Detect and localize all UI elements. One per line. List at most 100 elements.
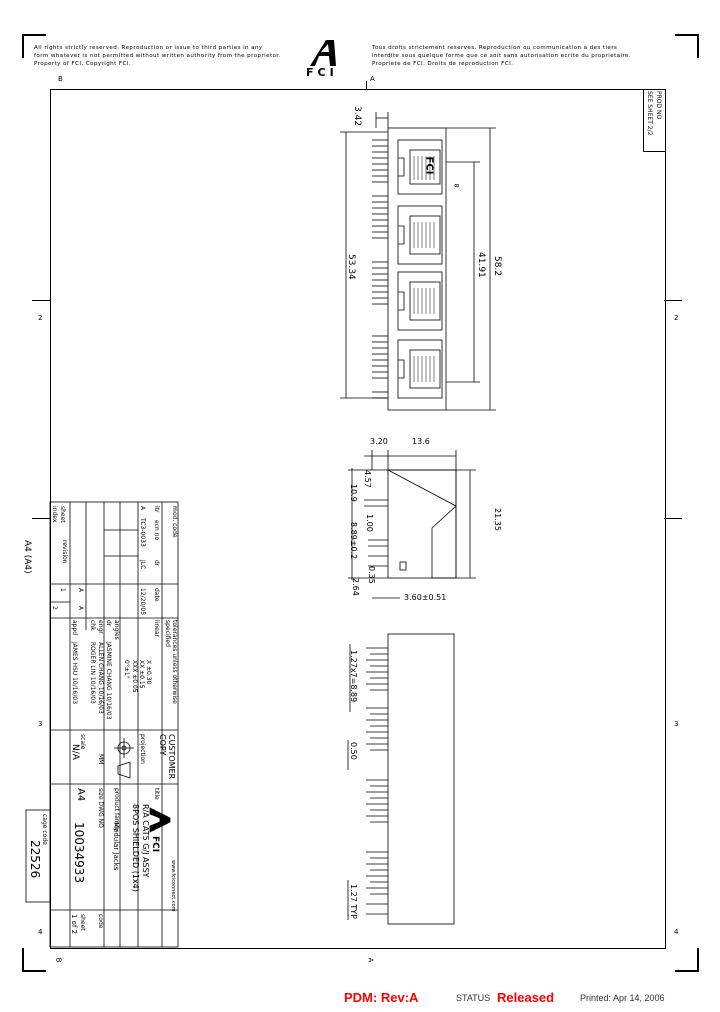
pin-view-body bbox=[387, 633, 455, 925]
tb-engr-name: ALLEN CHANG 10/16/03 bbox=[97, 642, 104, 714]
tb-mod-code: mod. code bbox=[171, 506, 178, 538]
tb-chk-name: ROGER LIN 10/16/03 bbox=[89, 642, 96, 704]
dim-2-64: 2.64 bbox=[351, 578, 360, 596]
printed-date: Printed: Apr 14, 2006 bbox=[580, 993, 665, 1003]
tb-dr-row: dr bbox=[105, 620, 112, 627]
dim-pitch-chain: 1.27x7=8.89 bbox=[349, 650, 358, 703]
connector-body-outline bbox=[387, 127, 447, 411]
cage-code-box bbox=[25, 809, 51, 903]
zone-letter-top-a: A bbox=[370, 75, 375, 83]
tb-appd-row: appd bbox=[71, 620, 78, 636]
tb-tolerances: tolerances unless otherwise specified bbox=[164, 620, 178, 704]
tb-sheet-value: 1 of 2 bbox=[70, 914, 78, 935]
tb-dr-value: JLC bbox=[139, 560, 146, 570]
tb-sheet-label: sheet bbox=[79, 914, 86, 931]
rj45-port-3 bbox=[397, 271, 443, 331]
corner-mark-bottom-left bbox=[22, 948, 46, 972]
tb-date: date bbox=[153, 588, 160, 602]
tb-title-label: title bbox=[153, 788, 160, 800]
tb-projection: projection bbox=[139, 734, 146, 764]
tb-title-line-2: 8POS SHIELDED (1x4) bbox=[131, 804, 140, 892]
title-block-logo-icon bbox=[149, 807, 171, 833]
fci-housing-marking: FCI bbox=[423, 156, 435, 175]
tb-tol-xxx: XXX ±0.05 bbox=[131, 660, 138, 693]
tb-code-label: code bbox=[97, 914, 104, 929]
connector-pins-left bbox=[372, 139, 388, 399]
tb-title-line-1: R/A CAT5 G/J ASSY bbox=[141, 804, 150, 878]
dim-21-35: 21.35 bbox=[493, 508, 502, 531]
tb-scale-value: N/A bbox=[70, 744, 80, 760]
dim-3-60: 3.60±0.51 bbox=[404, 593, 447, 602]
tb-col-2: 2 bbox=[51, 606, 58, 610]
status-value: Released bbox=[497, 990, 555, 1005]
tb-rev-a: A bbox=[139, 506, 146, 511]
tb-mm: MM bbox=[97, 754, 104, 765]
tb-website: www.fciconnect.com bbox=[170, 860, 176, 912]
tb-size-dwg: size DWG NO bbox=[97, 788, 104, 828]
dim-58-2: 58.2 bbox=[492, 256, 502, 277]
corner-mark-top-left bbox=[22, 34, 46, 58]
tb-date-value: 12/20/05 bbox=[139, 588, 146, 615]
left-tick-2 bbox=[32, 518, 50, 519]
tb-ecn-no: ecn no bbox=[153, 520, 160, 541]
corner-mark-bottom-right bbox=[675, 948, 699, 972]
tb-a4-mark: A4 (A4) bbox=[22, 540, 32, 574]
corner-mark-top-right bbox=[675, 34, 699, 58]
zone-number-left-3: 3 bbox=[38, 720, 43, 728]
tb-index: index bbox=[51, 506, 58, 523]
fci-logo-mark-icon bbox=[310, 40, 336, 66]
fci-logo: FCI bbox=[304, 36, 356, 80]
zone-number-left-2: 2 bbox=[38, 314, 43, 322]
tb-cage-code-value: 22526 bbox=[28, 840, 42, 879]
tb-size-value: A4 bbox=[75, 788, 86, 802]
tb-chk-row: chk bbox=[89, 620, 96, 631]
tb-revision: revision bbox=[61, 540, 68, 564]
tb-linear: linear bbox=[153, 620, 160, 637]
tb-tol-xx: XX ±0.15 bbox=[138, 660, 145, 689]
tb-dr: dr bbox=[153, 560, 160, 567]
see-sheet-label: SEE SHEET 2/2 bbox=[646, 91, 653, 136]
dim-3-20: 3.20 bbox=[370, 437, 388, 446]
dim-1-00: 1.00 bbox=[365, 514, 374, 532]
tb-appd-name: JAMES HSU 10/16/03 bbox=[71, 642, 78, 705]
sheet-reference-box: PROD NO SEE SHEET 2/2 bbox=[643, 89, 665, 152]
right-tick-1 bbox=[664, 300, 682, 301]
title-block bbox=[49, 501, 179, 948]
rj45-port-2 bbox=[397, 205, 443, 265]
projection-symbol-icon bbox=[114, 738, 134, 779]
dim-4-57: 4.57 bbox=[363, 470, 372, 488]
tb-dwg-number: 10034933 bbox=[72, 822, 86, 884]
dim-1-27-typ: 1.27 TYP bbox=[349, 884, 358, 919]
copyright-notice-english: All rights strictly reserved. Reproducti… bbox=[34, 45, 281, 67]
tb-fci-logo-text: FCI bbox=[150, 836, 160, 853]
fci-logo-text: FCI bbox=[306, 66, 338, 79]
copyright-notice-french: Tous droits strictement reserves. Reprod… bbox=[372, 45, 632, 67]
dim-13-6: 13.6 bbox=[412, 437, 430, 446]
tb-product-value: Modular Jacks bbox=[112, 822, 120, 871]
tb-dr-name: JASMINE CHANG 10/16/03 bbox=[105, 642, 112, 720]
dim-0-35: 0.35 bbox=[367, 566, 376, 584]
zone-letter-top-b: B bbox=[58, 75, 63, 83]
dim-53-34: 53.34 bbox=[346, 254, 356, 280]
prod-no-label: PROD NO bbox=[655, 91, 662, 120]
tb-sheet: sheet bbox=[59, 506, 66, 523]
dim-3-42: 3.42 bbox=[352, 106, 362, 127]
rj45-port-4 bbox=[397, 339, 443, 399]
pin-view-pins bbox=[366, 647, 388, 915]
side-view-body bbox=[387, 469, 457, 579]
zone-number-left-4: 4 bbox=[38, 928, 43, 936]
zone-number-right-4: 4 bbox=[674, 928, 679, 936]
zone-number-right-3: 3 bbox=[674, 720, 679, 728]
tb-scale: scale bbox=[79, 734, 86, 750]
tb-tol-angle: 0°±1° bbox=[123, 660, 130, 679]
rj45-port-1 bbox=[397, 139, 443, 195]
tb-tol-x: X ±0.30 bbox=[145, 660, 152, 685]
tb-col-a1: A bbox=[77, 588, 84, 593]
tb-ltr: ltr bbox=[153, 506, 160, 513]
tb-ecn-value: TC3-0033 bbox=[139, 518, 146, 547]
top-tick bbox=[366, 81, 367, 89]
drawing-border bbox=[50, 89, 666, 949]
tb-col-a2: A bbox=[77, 606, 84, 611]
tb-cage-code-label: cage code bbox=[41, 814, 48, 845]
